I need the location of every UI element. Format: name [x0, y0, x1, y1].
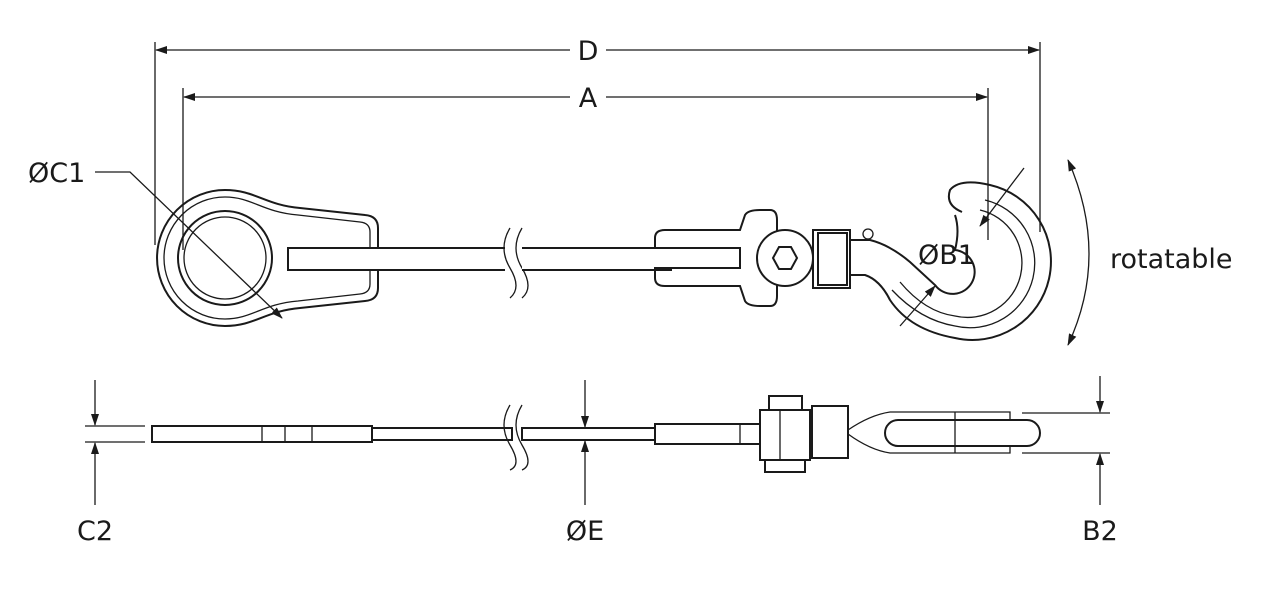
label-a: A — [579, 83, 598, 114]
hook-end-top — [654, 181, 1052, 341]
side-view — [151, 395, 1041, 473]
eye-end-top — [156, 188, 519, 328]
label-b2: B2 — [1082, 516, 1118, 547]
rod-break-top — [503, 227, 672, 299]
label-rotatable: rotatable — [1110, 244, 1233, 275]
dimension-d: D — [154, 36, 1041, 245]
rotation-indicator: rotatable — [1067, 159, 1233, 346]
label-c1: ØC1 — [28, 158, 85, 189]
dimension-b1: ØB1 — [899, 167, 1025, 327]
dimension-b2: B2 — [1022, 376, 1118, 547]
label-e: ØE — [566, 516, 604, 547]
label-b1: ØB1 — [918, 240, 975, 271]
dimension-c2: C2 — [77, 380, 145, 547]
dimension-e: ØE — [566, 380, 604, 547]
dimension-c1: ØC1 — [28, 158, 283, 319]
label-d: D — [578, 36, 599, 67]
dimension-a: A — [182, 83, 989, 250]
label-c2: C2 — [77, 516, 113, 547]
